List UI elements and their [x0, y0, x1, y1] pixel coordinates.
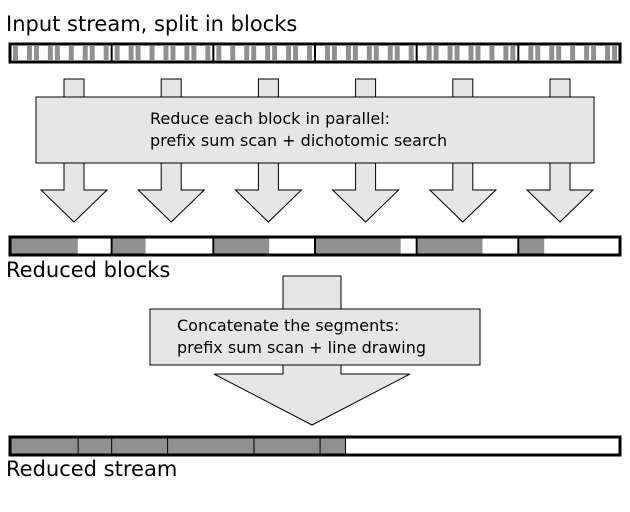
- input-stream-bar: [8, 42, 622, 64]
- input-element-kept: [331, 46, 337, 60]
- input-element-kept: [556, 46, 562, 60]
- reduce-step-box: Reduce each block in parallel: prefix su…: [35, 96, 595, 164]
- reduce-step-line-1: Reduce each block in parallel:: [150, 109, 390, 128]
- input-element-kept: [535, 46, 541, 60]
- input-element-kept: [272, 46, 278, 60]
- input-element-kept: [286, 46, 292, 60]
- input-element-kept: [510, 46, 516, 60]
- input-element-kept: [570, 46, 576, 60]
- input-element-kept: [454, 46, 460, 60]
- input-element-kept: [447, 46, 453, 60]
- input-element-kept: [584, 46, 590, 60]
- input-element-kept: [33, 46, 39, 60]
- input-element-kept: [293, 46, 299, 60]
- input-element-kept: [489, 46, 495, 60]
- input-element-kept: [612, 46, 617, 60]
- input-element-kept: [307, 46, 312, 60]
- concat-step-box: Concatenate the segments: prefix sum sca…: [149, 308, 481, 366]
- input-element-kept: [366, 46, 372, 60]
- input-element-kept: [244, 46, 250, 60]
- input-element-kept: [54, 46, 60, 60]
- reduced-blocks-outline: [8, 235, 622, 257]
- input-element-kept: [265, 46, 271, 60]
- input-element-kept: [426, 46, 432, 60]
- input-element-kept: [324, 46, 330, 60]
- input-element-kept: [170, 46, 176, 60]
- input-element-kept: [103, 46, 109, 60]
- input-element-kept: [191, 46, 197, 60]
- input-element-kept: [468, 46, 474, 60]
- input-element-kept: [605, 46, 611, 60]
- reduced-blocks-label: Reduced blocks: [6, 258, 170, 282]
- reduced-block-kept: [11, 238, 78, 254]
- input-element-kept: [387, 46, 393, 60]
- reduced-stream-kept: [10, 437, 346, 455]
- reduced-block-kept: [112, 238, 146, 254]
- input-stream-outline: [8, 42, 622, 64]
- reduced-blocks-bar: [8, 235, 622, 257]
- input-element-kept: [503, 46, 509, 60]
- input-element-kept: [251, 46, 257, 60]
- reduced-block-kept: [316, 238, 401, 254]
- input-stream-label: Input stream, split in blocks: [6, 12, 297, 36]
- reduced-stream-bar: [8, 435, 622, 457]
- input-element-kept: [433, 46, 439, 60]
- concat-step-box-bg: [149, 308, 481, 366]
- input-element-kept: [230, 46, 236, 60]
- input-element-kept: [82, 46, 88, 60]
- reduced-stream-label: Reduced stream: [6, 457, 177, 481]
- reduce-step-box-bg: [35, 96, 595, 164]
- input-element-kept: [591, 46, 597, 60]
- reduced-stream-outline: [8, 435, 622, 457]
- input-element-kept: [13, 46, 18, 60]
- reduce-step-line-2: prefix sum scan + dichotomic search: [150, 131, 447, 150]
- input-element-kept: [128, 46, 134, 60]
- input-element-kept: [408, 46, 414, 60]
- input-element-kept: [352, 46, 358, 60]
- input-element-kept: [549, 46, 555, 60]
- reduced-block-kept: [214, 238, 270, 254]
- concat-step-line-1: Concatenate the segments:: [177, 316, 399, 335]
- input-element-kept: [135, 46, 141, 60]
- input-element-kept: [184, 46, 190, 60]
- concat-step-line-2: prefix sum scan + line drawing: [177, 338, 426, 357]
- input-element-kept: [149, 46, 155, 60]
- input-element-kept: [345, 46, 351, 60]
- input-element-kept: [114, 46, 120, 60]
- reduced-block-kept: [519, 238, 545, 254]
- input-element-kept: [394, 46, 400, 60]
- input-element-kept: [163, 46, 169, 60]
- input-element-kept: [47, 46, 53, 60]
- input-element-kept: [528, 46, 534, 60]
- input-element-kept: [475, 46, 481, 60]
- input-element-kept: [205, 46, 211, 60]
- reduced-block-kept: [417, 238, 483, 254]
- input-element-kept: [216, 46, 222, 60]
- input-element-kept: [373, 46, 379, 60]
- input-element-kept: [26, 46, 32, 60]
- input-element-kept: [89, 46, 95, 60]
- input-element-kept: [68, 46, 74, 60]
